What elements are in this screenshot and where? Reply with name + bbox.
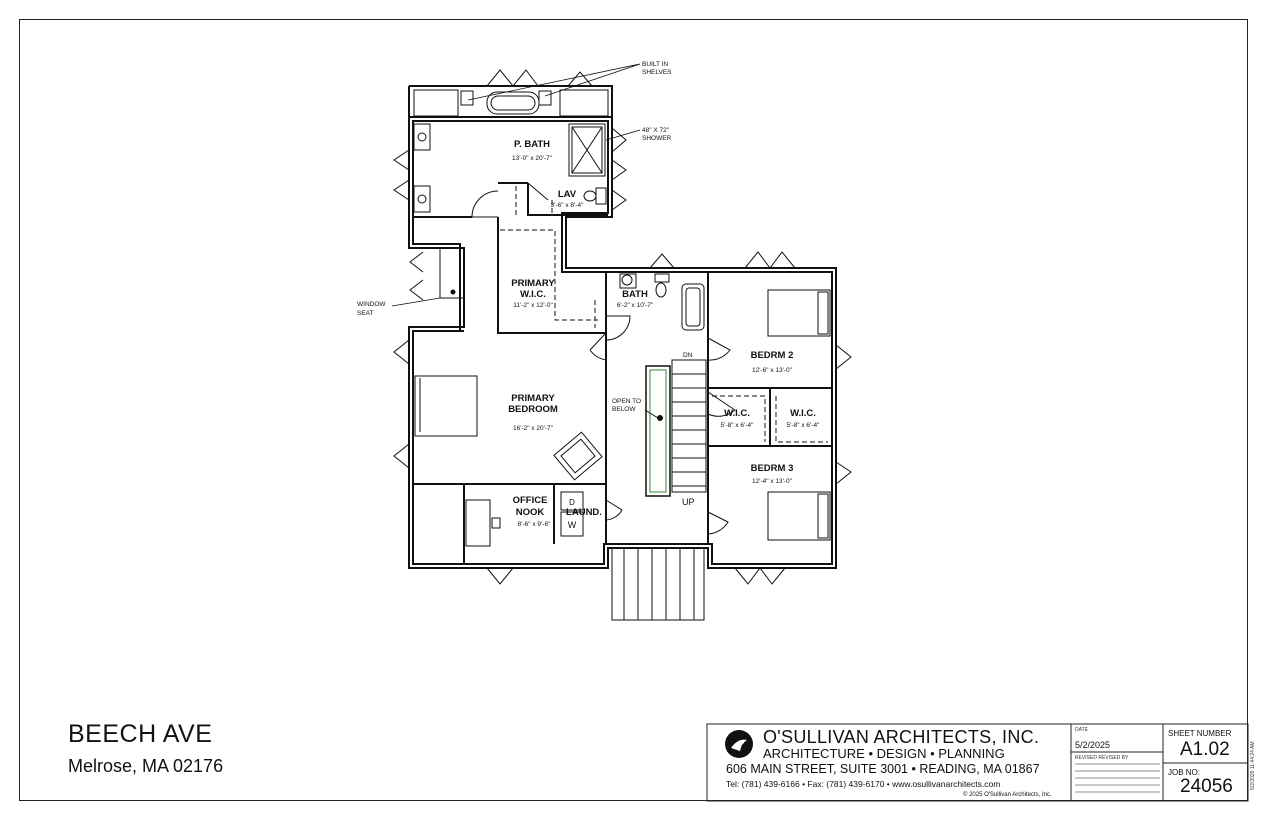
sheet-number: A1.02 <box>1180 739 1230 760</box>
firm-contact: Tel: (781) 439-6166 • Fax: (781) 439-617… <box>726 779 1001 789</box>
date-label: DATE <box>1075 727 1088 733</box>
sheet-number-label: SHEET NUMBER <box>1168 729 1232 738</box>
drawing-border <box>19 19 1248 801</box>
windows <box>393 69 852 585</box>
window-seat-note-1: WINDOW <box>357 301 386 308</box>
firm-tagline: ARCHITECTURE • DESIGN • PLANNING <box>763 746 1005 761</box>
bath-name: BATH <box>622 289 648 300</box>
open-to-below-2: BELOW <box>612 406 636 413</box>
shower-note-2: SHOWER <box>642 135 672 142</box>
bedrm3-name: BEDRM 3 <box>751 463 794 474</box>
primary-bedroom-name-2: BEDROOM <box>508 404 558 415</box>
revised-label: REVISED REVISED BY <box>1075 755 1129 761</box>
bedrm2-dims: 12'-6" x 13'-0" <box>752 367 793 374</box>
bedrm3-dims: 12'-4" x 13'-0" <box>752 478 793 485</box>
project-location: Melrose, MA 02176 <box>68 756 224 776</box>
leader-lines <box>391 63 641 307</box>
p-bath-name: P. BATH <box>514 139 550 150</box>
washer-label: W <box>568 520 577 530</box>
office-nook-dims: 8'-6" x 9'-6" <box>518 521 551 528</box>
office-nook-name-1: OFFICE <box>513 495 548 506</box>
room-labels: P. BATH 13'-0" x 20'-7" LAV 3'-6" x 8'-4… <box>508 139 820 530</box>
firm-logo-icon <box>725 730 753 758</box>
doors <box>471 182 736 535</box>
job-number: 24056 <box>1180 776 1233 797</box>
dryer-label: D <box>569 498 575 507</box>
job-number-label: JOB NO: <box>1168 768 1201 777</box>
plan-notes: BUILT IN SHELVES 48" X 72" SHOWER WINDOW… <box>357 61 695 507</box>
firm-copyright: © 2025 O'Sullivan Architects, Inc. <box>963 792 1052 798</box>
p-bath-dims: 13'-0" x 20'-7" <box>512 155 553 162</box>
office-nook-name-2: NOOK <box>516 507 545 518</box>
title-block-grid <box>706 723 1249 802</box>
bath-dims: 6'-2" x 10'-7" <box>617 302 654 309</box>
print-stamp: 5/2/2025 11:44:24 AM <box>1250 741 1256 790</box>
project-title: BEECH AVE <box>68 720 213 748</box>
date-value: 5/2/2025 <box>1075 740 1111 750</box>
built-in-note-1: BUILT IN <box>642 61 668 68</box>
shower-note-1: 48" X 72" <box>642 127 670 134</box>
primary-wic-name-2: W.I.C. <box>520 289 546 300</box>
lav-dims: 3'-6" x 8'-4" <box>551 202 584 209</box>
window-seat-note-2: SEAT <box>357 310 374 317</box>
built-in-note-2: SHELVES <box>642 69 672 76</box>
wic2-name: W.I.C. <box>790 408 816 419</box>
wic1-name: W.I.C. <box>724 408 750 419</box>
wic2-dims: 5'-8" x 6'-4" <box>787 422 820 429</box>
laund-name: LAUND. <box>566 507 602 518</box>
open-to-below-1: OPEN TO <box>612 398 641 405</box>
primary-wic-dims: 11'-2" x 12'-0" <box>513 302 553 309</box>
wic1-dims: 5'-8" x 6'-4" <box>721 422 754 429</box>
exterior-walls <box>408 85 837 569</box>
primary-wic-name-1: PRIMARY <box>511 278 555 289</box>
bedrm2-name: BEDRM 2 <box>751 350 794 361</box>
firm-name: O'SULLIVAN ARCHITECTS, INC. <box>763 727 1040 747</box>
stair-down-label: DN <box>683 352 693 359</box>
primary-bedroom-dims: 16'-2" x 20'-7" <box>513 425 554 432</box>
lav-name: LAV <box>558 189 577 200</box>
primary-bedroom-name-1: PRIMARY <box>511 393 555 404</box>
stair-up-label: UP <box>682 497 695 507</box>
fixtures <box>413 89 831 621</box>
firm-address: 606 MAIN STREET, SUITE 3001 • READING, M… <box>726 762 1040 776</box>
